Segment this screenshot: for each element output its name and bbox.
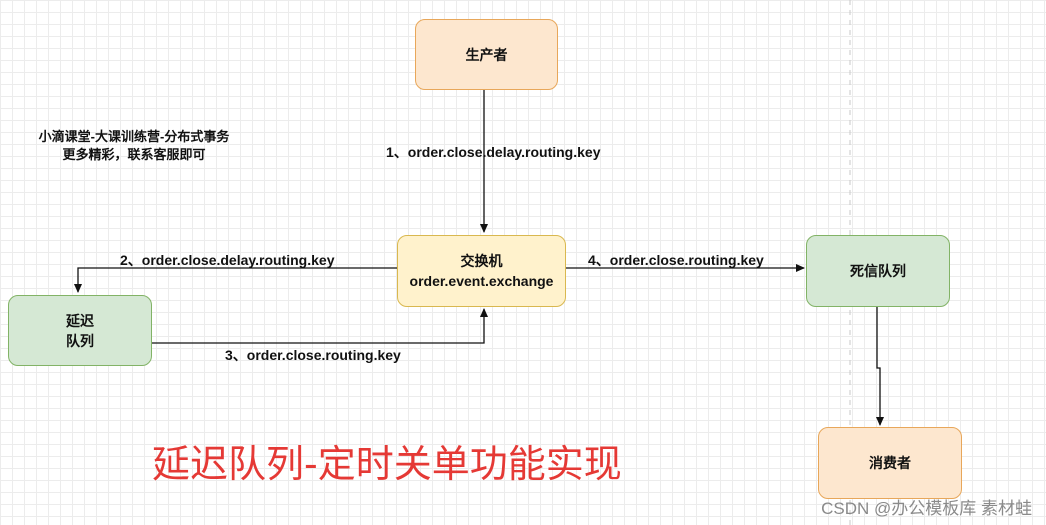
- promo-note: 小滴课堂-大课训练营-分布式事务 更多精彩，联系客服即可: [24, 128, 244, 164]
- edge-label-1: 1、order.close.delay.routing.key: [386, 144, 601, 160]
- producer-node[interactable]: 生产者: [415, 19, 558, 90]
- consumer-node[interactable]: 消费者: [818, 427, 962, 499]
- consumer-label: 消费者: [869, 455, 911, 471]
- delay-queue-node[interactable]: 延迟 队列: [8, 295, 152, 366]
- diagram-title: 延迟队列-定时关单功能实现: [152, 442, 622, 486]
- dead-letter-queue-label: 死信队列: [850, 263, 906, 279]
- watermark: CSDN @办公模板库 素材蛙: [821, 499, 1032, 518]
- edge-label-2: 2、order.close.delay.routing.key: [120, 252, 335, 268]
- delay-queue-label-line1: 延迟: [66, 312, 94, 329]
- exchange-node[interactable]: 交换机 order.event.exchange: [397, 235, 566, 307]
- edge-exchange-to-delay-queue: [74, 267, 397, 293]
- promo-note-line1: 小滴课堂-大课训练营-分布式事务: [38, 129, 230, 144]
- delay-queue-label-line2: 队列: [66, 332, 94, 349]
- edge-label-3: 3、order.close.routing.key: [225, 347, 401, 363]
- exchange-label: 交换机: [460, 253, 503, 269]
- edge-label-4: 4、order.close.routing.key: [588, 252, 764, 268]
- edge-dead-letter-queue-to-consumer: [876, 307, 884, 426]
- exchange-name: order.event.exchange: [409, 273, 554, 289]
- edge-delay-queue-to-exchange: [152, 308, 488, 344]
- dead-letter-queue-node[interactable]: 死信队列: [806, 235, 950, 307]
- producer-label: 生产者: [465, 46, 508, 63]
- promo-note-line2: 更多精彩，联系客服即可: [62, 147, 206, 162]
